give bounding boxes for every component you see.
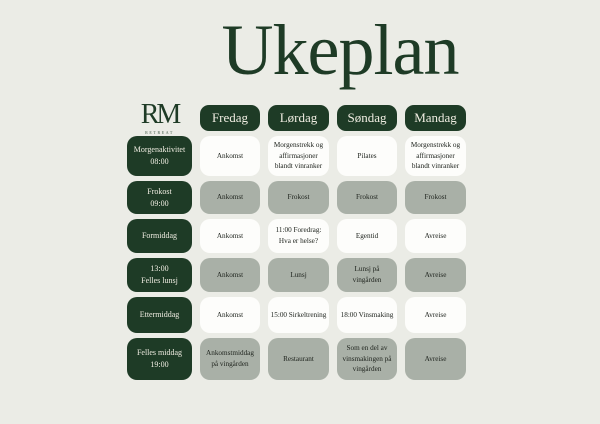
schedule-cell: Lunsj på vingården: [337, 258, 397, 292]
schedule-cell: Ankomst: [200, 181, 260, 214]
schedule-cell: Frokost: [405, 181, 466, 214]
schedule-cell: Ankomst: [200, 219, 260, 253]
column-header-fredag: Fredag: [200, 105, 260, 131]
schedule-cell: Avreise: [405, 338, 466, 380]
row-header-felles-middag: Felles middag 19:00: [127, 338, 192, 380]
schedule-cell: Frokost: [268, 181, 329, 214]
schedule-cell: Egentid: [337, 219, 397, 253]
schedule-cell: Avreise: [405, 297, 466, 333]
row-header-frokost: Frokost 09:00: [127, 181, 192, 214]
schedule-cell: Ankomst: [200, 136, 260, 176]
schedule-cell: Lunsj: [268, 258, 329, 292]
schedule-cell: Ankomst: [200, 258, 260, 292]
row-header-ettermiddag: Ettermiddag: [127, 297, 192, 333]
column-header-lordag: Lørdag: [268, 105, 329, 131]
schedule-cell: Pilates: [337, 136, 397, 176]
week-schedule-table: RM RETREAT Fredag Lørdag Søndag Mandag M…: [127, 101, 466, 380]
schedule-cell: Ankomst: [200, 297, 260, 333]
column-header-mandag: Mandag: [405, 105, 466, 131]
schedule-cell: Restaurant: [268, 338, 329, 380]
schedule-cell: Morgenstrekk og affirmasjoner blandt vin…: [268, 136, 329, 176]
row-header-felles-lunsj: 13:00 Felles lunsj: [127, 258, 192, 292]
brand-subtitle: RETREAT: [145, 130, 174, 135]
schedule-cell: 18:00 Vinsmaking: [337, 297, 397, 333]
brand-logo: RM RETREAT: [127, 101, 192, 136]
schedule-cell: Morgenstrekk og affirmasjoner blandt vin…: [405, 136, 466, 176]
schedule-cell: Avreise: [405, 258, 466, 292]
schedule-cell: Frokost: [337, 181, 397, 214]
schedule-cell: 11:00 Foredrag: Hva er helse?: [268, 219, 329, 253]
brand-initials: RM: [140, 99, 182, 130]
column-header-sondag: Søndag: [337, 105, 397, 131]
schedule-cell: Avreise: [405, 219, 466, 253]
row-header-morgenaktivitet: Morgenaktivitet 08:00: [127, 136, 192, 176]
row-header-formiddag: Formiddag: [127, 219, 192, 253]
schedule-cell: Som en del av vinsmakingen på vingården: [337, 338, 397, 380]
page-title: Ukeplan: [221, 10, 460, 90]
schedule-cell: Ankomstmiddag på vingården: [200, 338, 260, 380]
schedule-cell: 15:00 Sirkeltrening: [268, 297, 329, 333]
